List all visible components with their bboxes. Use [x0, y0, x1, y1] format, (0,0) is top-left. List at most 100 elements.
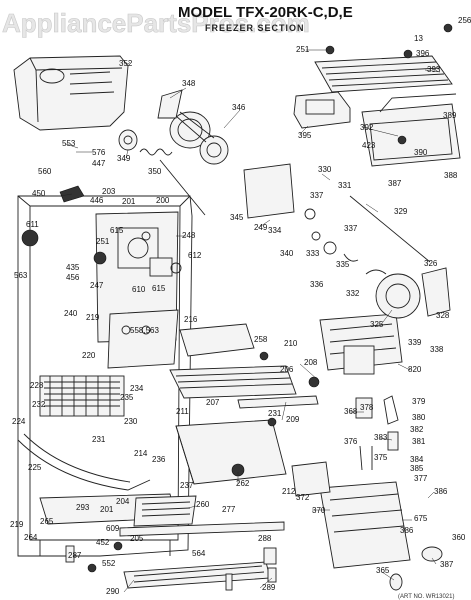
callout-615a: 615 [110, 226, 124, 235]
callout-216: 216 [184, 315, 198, 324]
callout-201b: 201 [100, 505, 114, 514]
callout-237: 237 [180, 481, 194, 490]
ice-dispenser-cover-389 [361, 93, 461, 167]
art-number: (ART NO. WR13021) [398, 594, 454, 600]
callout-240: 240 [64, 309, 78, 318]
callout-258: 258 [254, 335, 268, 344]
callout-225: 225 [28, 463, 42, 472]
callout-336: 336 [310, 280, 324, 289]
callout-290: 290 [106, 587, 120, 596]
callout-380: 380 [412, 413, 426, 422]
callout-230: 230 [124, 417, 138, 426]
auger-assembly-346 [169, 111, 229, 165]
callout-675: 675 [414, 514, 428, 523]
callout-552: 552 [102, 559, 116, 568]
callout-388: 388 [444, 171, 458, 180]
callout-375: 375 [374, 453, 388, 462]
callout-248: 248 [182, 231, 196, 240]
callout-335: 335 [336, 260, 350, 269]
callout-13: 13 [414, 34, 423, 43]
callout-200: 200 [156, 196, 170, 205]
callout-232: 232 [32, 400, 46, 409]
shelf-top-393 [314, 55, 453, 93]
callout-615b: 615 [152, 284, 166, 293]
leader-lines [59, 49, 441, 593]
small-parts [21, 23, 453, 591]
callout-382: 382 [410, 425, 424, 434]
callout-450: 450 [32, 189, 46, 198]
callout-328: 328 [436, 311, 450, 320]
callout-231a: 231 [268, 409, 282, 418]
housing-372 [291, 461, 331, 497]
bracket-348 [157, 89, 183, 119]
callout-339: 339 [408, 338, 422, 347]
callout-214: 214 [134, 449, 148, 458]
callout-288: 288 [258, 534, 272, 543]
callout-224: 224 [12, 417, 26, 426]
callout-262: 262 [236, 479, 250, 488]
callout-558-563: 558,563 [130, 326, 159, 335]
callout-205: 205 [130, 534, 144, 543]
callout-204: 204 [116, 497, 130, 506]
rail-209 [237, 395, 319, 409]
callout-379: 379 [412, 397, 426, 406]
callout-211: 211 [176, 407, 189, 416]
bulb-365 [389, 573, 403, 591]
control-box-370 [319, 481, 411, 569]
callout-289: 289 [262, 583, 276, 592]
callout-395: 395 [298, 131, 312, 140]
callout-234: 234 [130, 384, 144, 393]
callout-393: 393 [427, 65, 441, 74]
evaporator-228 [39, 375, 125, 417]
callout-235: 235 [120, 393, 134, 402]
callout-251a: 251 [296, 45, 310, 54]
callout-390: 390 [414, 148, 428, 157]
ice-maker-820 [319, 313, 403, 375]
callout-206: 206 [280, 365, 294, 374]
callout-265: 265 [40, 517, 54, 526]
callout-423: 423 [362, 141, 376, 150]
watermark: AppliancePartsPros.com [2, 8, 310, 38]
callout-387a: 387 [388, 179, 402, 188]
callout-338: 338 [430, 345, 444, 354]
callout-376: 376 [344, 437, 358, 446]
bulb-360 [421, 546, 443, 562]
callout-563: 563 [14, 271, 28, 280]
callout-368: 368 [344, 407, 358, 416]
callout-326: 326 [424, 259, 438, 268]
callout-377: 377 [414, 474, 428, 483]
callout-228: 228 [30, 381, 44, 390]
callout-610: 610 [132, 285, 146, 294]
basket-211 [175, 419, 287, 485]
callout-332: 332 [346, 289, 360, 298]
pan-260 [133, 495, 197, 527]
callout-209: 209 [286, 415, 300, 424]
callout-372: 372 [296, 493, 310, 502]
callout-820: 820 [408, 365, 422, 374]
drain-trough-225 [17, 433, 151, 491]
callout-387b: 387 [440, 560, 454, 569]
callout-208: 208 [304, 358, 318, 367]
callout-611: 611 [26, 220, 39, 229]
bracket-326 [421, 267, 451, 317]
callout-392: 392 [360, 123, 374, 132]
callout-386b: 386 [400, 526, 414, 535]
callout-435: 435 [66, 263, 80, 272]
ice-bucket-352 [13, 55, 129, 131]
callout-553: 553 [62, 139, 76, 148]
callout-386a: 386 [434, 487, 448, 496]
cover-395 [293, 91, 351, 129]
callout-360: 360 [452, 533, 466, 542]
cover-258 [179, 323, 255, 357]
callout-340: 340 [280, 249, 294, 258]
callout-207: 207 [206, 398, 220, 407]
callout-264: 264 [24, 533, 38, 542]
diagram-subtitle: FREEZER SECTION [205, 23, 305, 33]
callout-383: 383 [374, 433, 388, 442]
callout-247: 247 [90, 281, 104, 290]
callout-456: 456 [66, 273, 80, 282]
callout-220: 220 [82, 351, 96, 360]
callout-277: 277 [222, 505, 236, 514]
callout-210: 210 [284, 339, 298, 348]
